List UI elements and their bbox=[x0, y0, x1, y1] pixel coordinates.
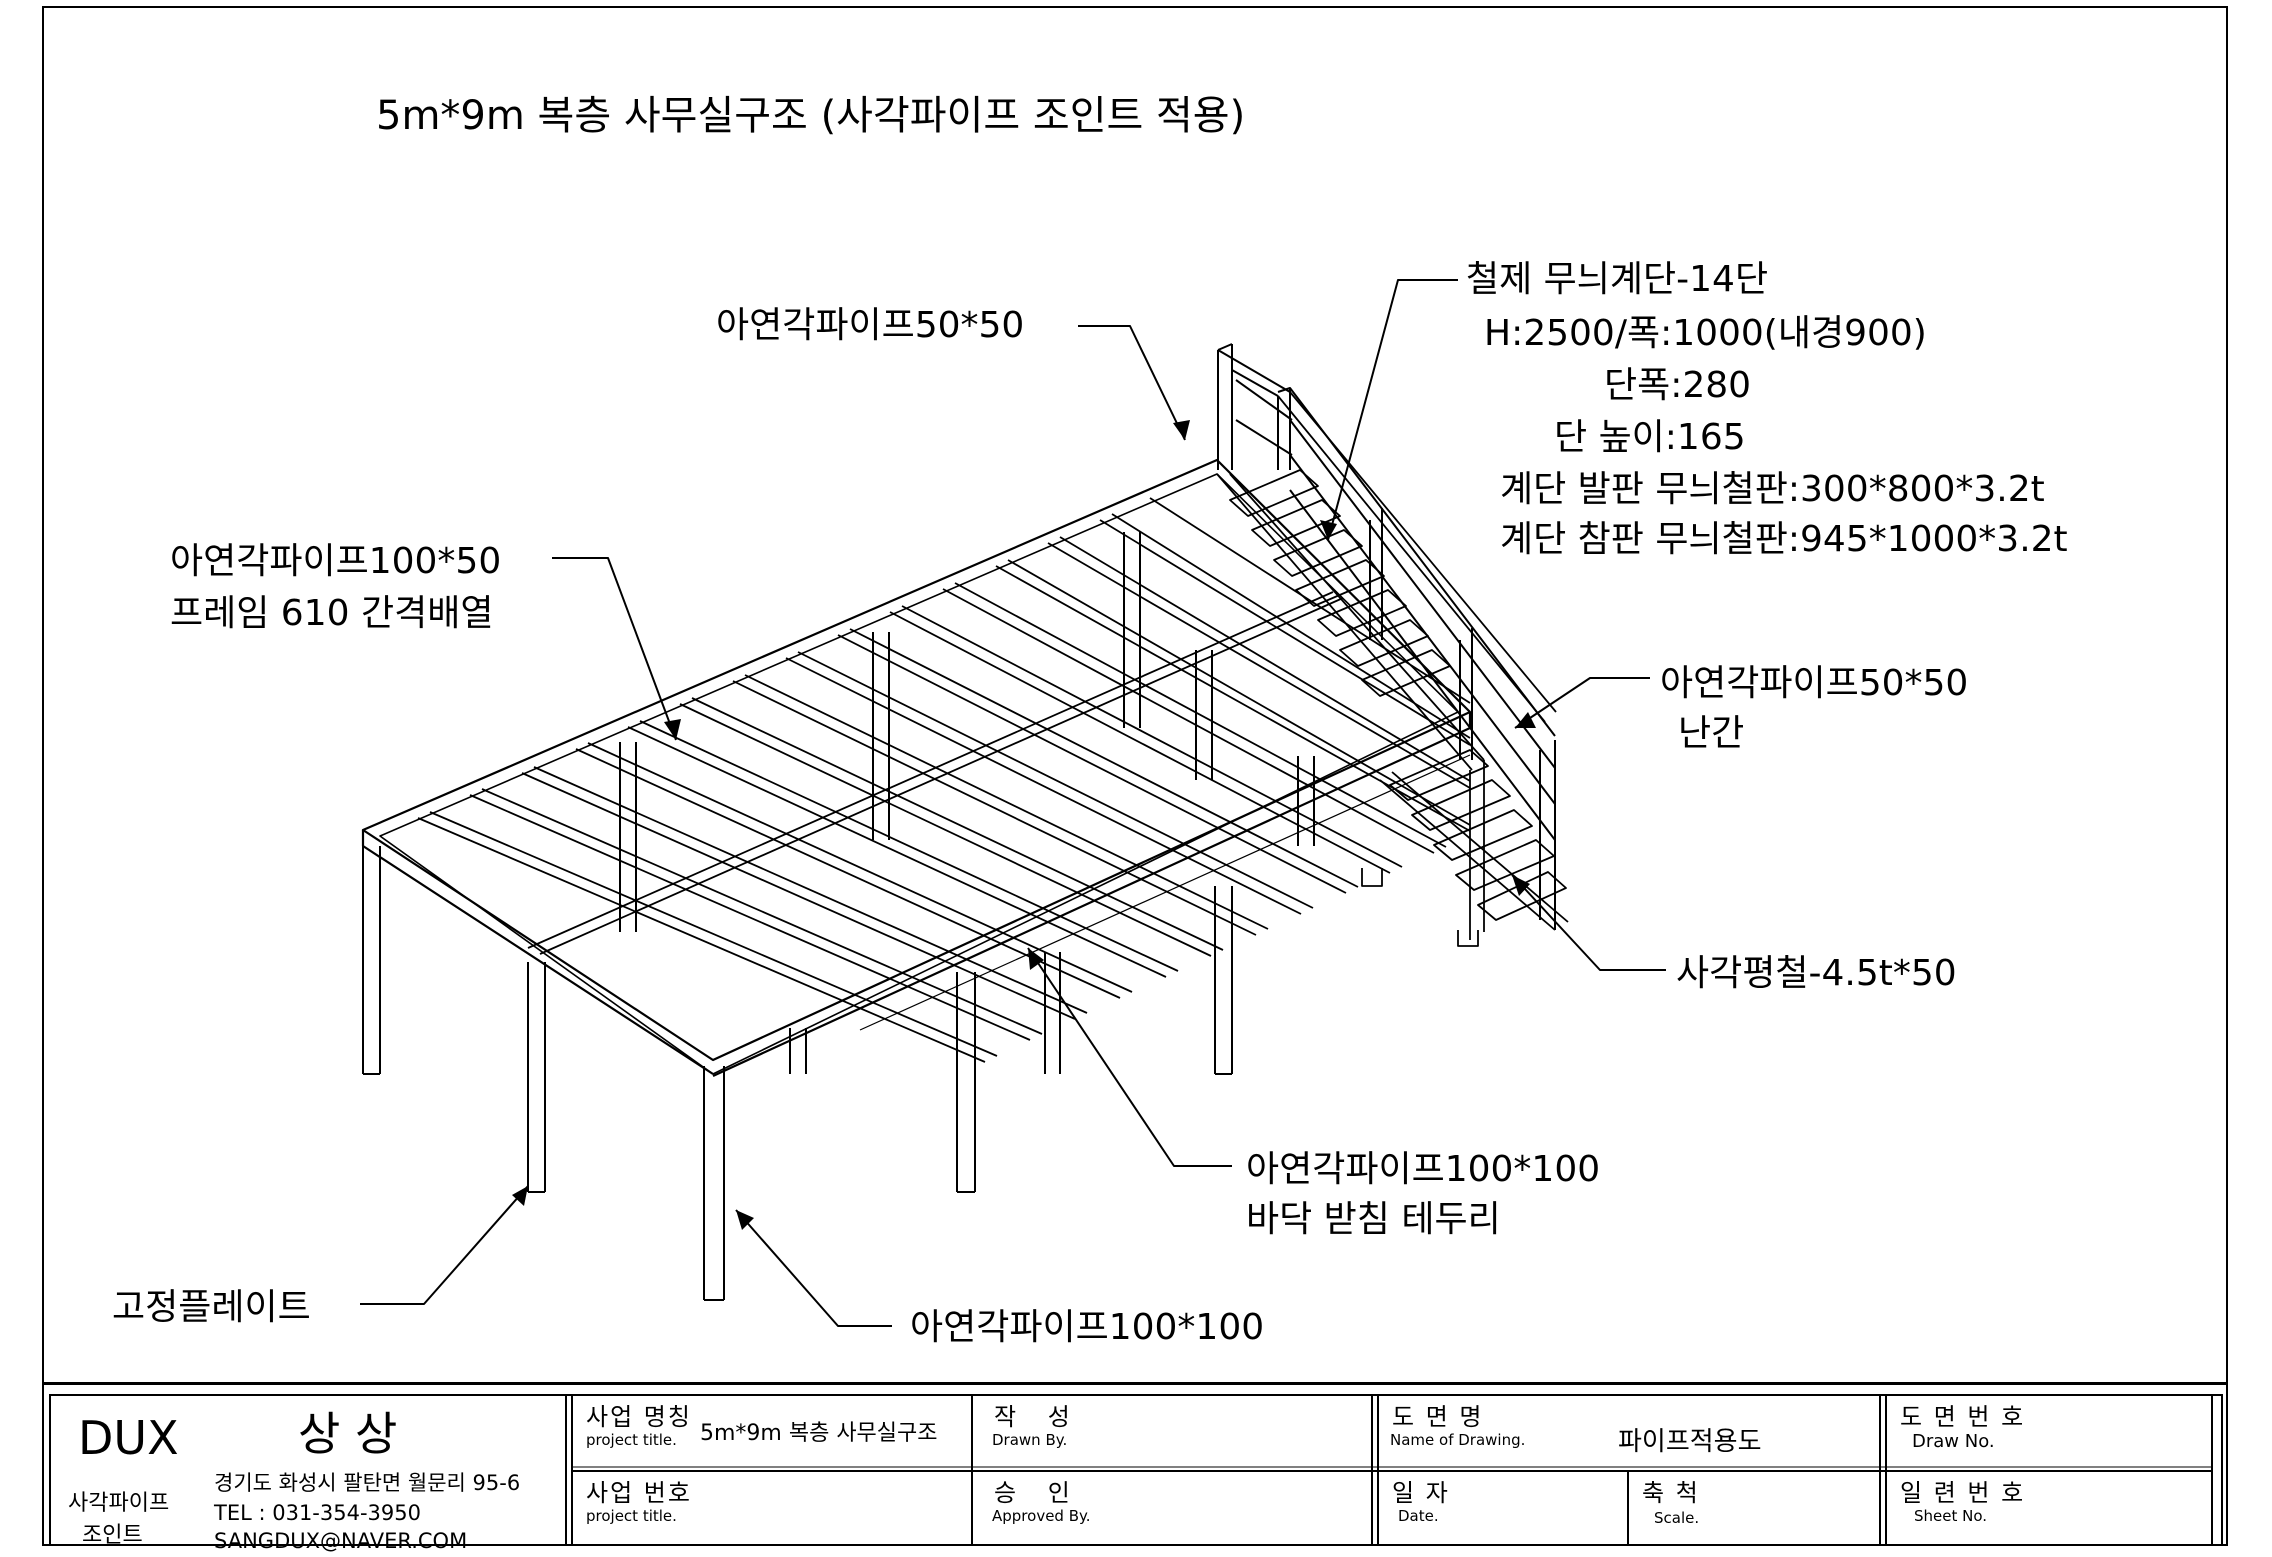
drawn-by-label-en: Drawn By. bbox=[992, 1431, 1068, 1449]
label-flat-bar: 사각평철-4.5t*50 bbox=[1676, 953, 1957, 994]
label-top-pipe: 아연각파이프50*50 bbox=[716, 305, 1025, 346]
leader-lines bbox=[360, 279, 1666, 1327]
project-no-label-en: project title. bbox=[586, 1507, 677, 1525]
brand-name: DUX bbox=[78, 1411, 179, 1465]
deck-mid-beams bbox=[527, 591, 1471, 1031]
label-frame-pipe: 아연각파이프100*50 bbox=[170, 541, 502, 582]
company-address: 경기도 화성시 팔탄면 월문리 95-6 bbox=[214, 1471, 521, 1495]
scale-label: 축 척 bbox=[1642, 1479, 1700, 1507]
company-tel: TEL : 031-354-3950 bbox=[214, 1501, 421, 1525]
label-rail: 난간 bbox=[1678, 713, 1745, 754]
drawn-by-label: 작 성 bbox=[994, 1403, 1072, 1431]
draw-no-label: 도 면 번 호 bbox=[1900, 1403, 2026, 1431]
approved-by-label: 승 인 bbox=[994, 1479, 1072, 1507]
sheet-no-label: 일 련 번 호 bbox=[1900, 1479, 2026, 1507]
title-block: DUX 상 상 사각파이프 조인트 경기도 화성시 팔탄면 월문리 95-6 T… bbox=[42, 1382, 2228, 1552]
stair-handrail bbox=[1217, 343, 1556, 930]
label-rail-pipe: 아연각파이프50*50 bbox=[1660, 663, 1969, 704]
company-email: SANGDUX@NAVER.COM bbox=[214, 1529, 468, 1553]
draw-no-label-en: Draw No. bbox=[1912, 1431, 1995, 1452]
label-column-pipe: 아연각파이프100*100 bbox=[910, 1307, 1265, 1348]
label-fix-plate: 고정플레이트 bbox=[112, 1287, 311, 1328]
label-stair-plate2: 계단 참판 무늬철판:945*1000*3.2t bbox=[1500, 519, 2068, 560]
company-line1: 사각파이프 bbox=[68, 1491, 170, 1516]
deck-columns bbox=[362, 532, 1315, 1301]
approved-by-label-en: Approved By. bbox=[992, 1507, 1091, 1525]
stair-structure bbox=[1216, 391, 1569, 947]
project-name-value: 5m*9m 복층 사무실구조 bbox=[700, 1421, 938, 1446]
company-line2: 조인트 bbox=[82, 1523, 143, 1548]
leader-arrowheads bbox=[512, 420, 1536, 1230]
label-stair-title: 철제 무늬계단-14단 bbox=[1466, 259, 1769, 300]
scale-label-en: Scale. bbox=[1654, 1509, 1700, 1527]
label-edge-support: 바닥 받침 테두리 bbox=[1246, 1199, 1501, 1240]
project-no-label: 사업 번호 bbox=[586, 1479, 692, 1507]
label-frame-spacing: 프레임 610 간격배열 bbox=[170, 593, 494, 634]
drawing-title: 5m*9m 복층 사무실구조 (사각파이프 조인트 적용) bbox=[376, 93, 1246, 139]
label-stair-height: 단 높이:165 bbox=[1554, 417, 1746, 458]
deck-edge-frame bbox=[361, 458, 1472, 1077]
label-edge-pipe: 아연각파이프100*100 bbox=[1246, 1149, 1601, 1190]
brand-name-kr: 상 상 bbox=[298, 1407, 398, 1461]
drawing-name-label-en: Name of Drawing. bbox=[1390, 1431, 1526, 1449]
label-stair-h: H:2500/폭:1000(내경900) bbox=[1484, 313, 1927, 354]
drawing-name-label: 도 면 명 bbox=[1392, 1403, 1484, 1431]
date-label: 일 자 bbox=[1392, 1479, 1450, 1507]
drawing-name-value: 파이프적용도 bbox=[1618, 1427, 1762, 1457]
sheet-no-label-en: Sheet No. bbox=[1914, 1507, 1988, 1525]
label-stair-width: 단폭:280 bbox=[1604, 365, 1752, 406]
deck-joists bbox=[417, 497, 1471, 1063]
label-stair-plate1: 계단 발판 무늬철판:300*800*3.2t bbox=[1500, 469, 2045, 510]
project-name-label-en: project title. bbox=[586, 1431, 677, 1449]
title-block-grid bbox=[49, 1394, 2223, 1546]
date-label-en: Date. bbox=[1398, 1507, 1439, 1525]
project-name-label: 사업 명칭 bbox=[586, 1403, 692, 1431]
